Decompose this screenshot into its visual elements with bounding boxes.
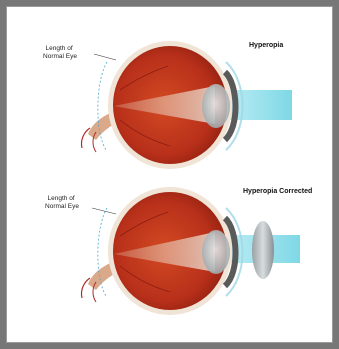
bottom-length-label-line2: Normal Eye xyxy=(45,203,79,210)
top-length-label: Length of Normal Eye xyxy=(43,45,77,60)
top-panel-title: Hyperopia xyxy=(249,42,283,49)
top-length-label-line2: Normal Eye xyxy=(43,53,77,60)
top-length-label-line1: Length of xyxy=(46,45,73,52)
bottom-panel-title: Hyperopia Corrected xyxy=(243,188,312,195)
top-eye-illustration xyxy=(81,41,292,169)
bottom-length-label-line1: Length of xyxy=(48,195,75,202)
bottom-lens xyxy=(202,230,230,274)
corrective-lens xyxy=(252,221,274,279)
bottom-eye-illustration xyxy=(81,187,300,315)
top-normal-length-marker xyxy=(98,62,107,150)
top-lens xyxy=(202,84,230,128)
bottom-length-label: Length of Normal Eye xyxy=(45,195,79,210)
